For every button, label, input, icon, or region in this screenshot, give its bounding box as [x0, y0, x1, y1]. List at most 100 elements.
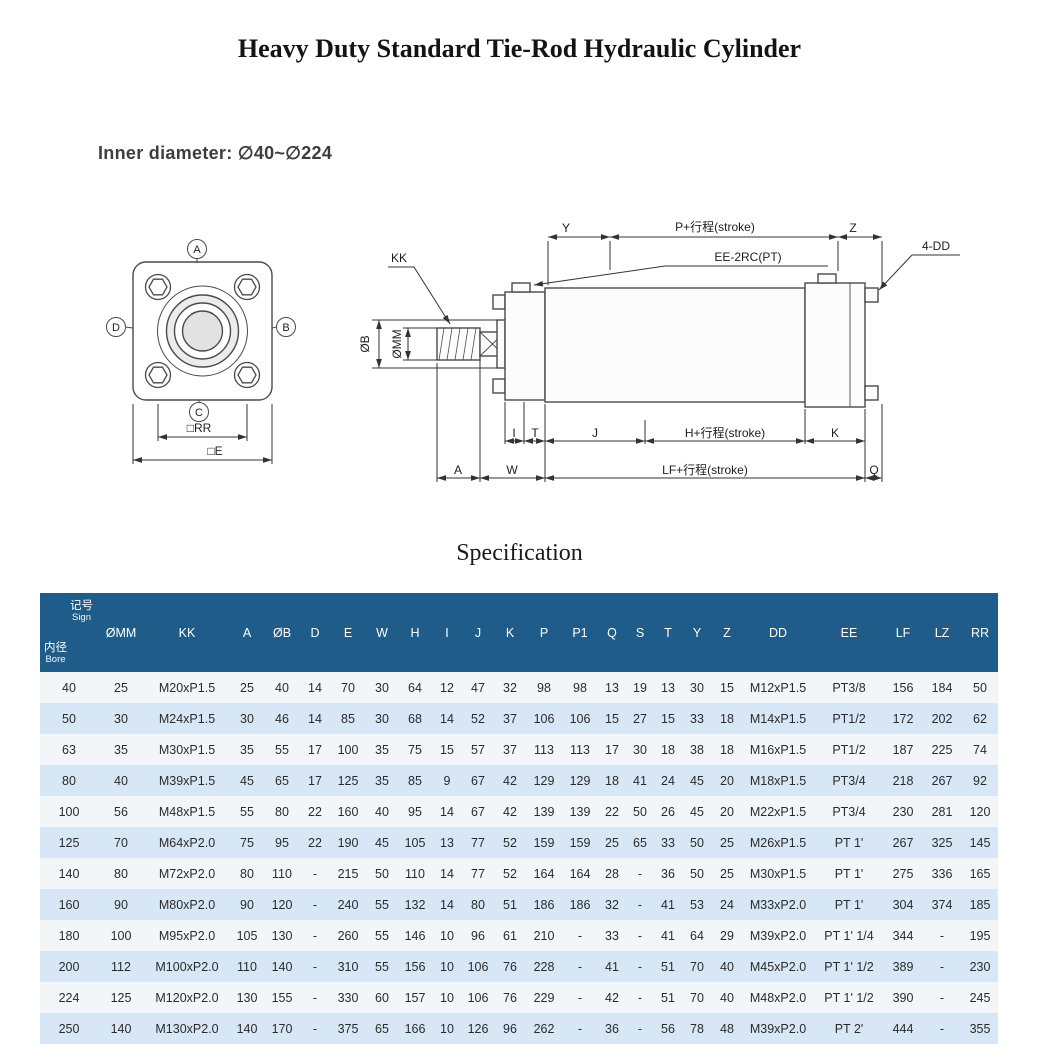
- spec-cell: 120: [969, 804, 991, 819]
- column-header: KK: [144, 593, 230, 672]
- spec-cell: M26xP1.5: [749, 835, 807, 850]
- column-header: H: [398, 593, 432, 672]
- spec-cell: 164: [569, 866, 591, 881]
- spec-cell: 52: [503, 835, 517, 850]
- spec-cell: M48xP2.0: [749, 990, 807, 1005]
- spec-cell: 24: [720, 897, 734, 912]
- spec-cell: 50: [690, 835, 704, 850]
- spec-cell: 76: [503, 959, 517, 974]
- spec-cell: 30: [690, 680, 704, 695]
- column-header: LZ: [922, 593, 962, 672]
- spec-cell: 139: [533, 804, 555, 819]
- flange-label-c: C: [195, 407, 203, 419]
- front-view-callouts: [106, 239, 296, 422]
- spec-cell: 13: [605, 680, 619, 695]
- column-header: DD: [742, 593, 814, 672]
- spec-cell: 230: [892, 804, 914, 819]
- spec-cell: 68: [408, 711, 422, 726]
- spec-cell: 355: [969, 1021, 991, 1036]
- spec-cell: 325: [931, 835, 953, 850]
- spec-cell: 65: [633, 835, 647, 850]
- spec-cell: 40: [62, 680, 76, 695]
- spec-cell: -: [312, 928, 318, 943]
- spec-cell: 24: [661, 773, 675, 788]
- spec-cell: M80xP2.0: [158, 897, 216, 912]
- spec-cell: -: [637, 1021, 643, 1036]
- column-header: ØMM: [98, 593, 144, 672]
- spec-cell: -: [312, 1021, 318, 1036]
- spec-cell: -: [637, 866, 643, 881]
- spec-cell: 195: [969, 928, 991, 943]
- spec-cell: 25: [720, 835, 734, 850]
- spec-cell: 9: [443, 773, 451, 788]
- spec-cell: PT 1' 1/4: [824, 928, 874, 943]
- spec-cell: 40: [114, 773, 128, 788]
- spec-cell: 12: [440, 680, 454, 695]
- dim-label-p-stroke: P+行程(stroke): [675, 219, 755, 234]
- spec-cell: 275: [892, 866, 914, 881]
- spec-cell: 65: [375, 1021, 389, 1036]
- spec-cell: 105: [236, 928, 258, 943]
- spec-cell: 140: [58, 866, 80, 881]
- spec-cell: 47: [471, 680, 485, 695]
- spec-cell: 67: [471, 804, 485, 819]
- dim-label-rr: □RR: [187, 421, 212, 435]
- column-header: A: [230, 593, 264, 672]
- spec-cell: 187: [892, 742, 914, 757]
- spec-cell: 40: [720, 959, 734, 974]
- spec-cell: M100xP2.0: [155, 959, 219, 974]
- spec-cell: 281: [931, 804, 953, 819]
- spec-cell: 10: [440, 1021, 454, 1036]
- column-header: P1: [562, 593, 598, 672]
- spec-cell: 45: [375, 835, 389, 850]
- spec-cell: 145: [969, 835, 991, 850]
- spec-cell: 225: [931, 742, 953, 757]
- spec-cell: 160: [58, 897, 80, 912]
- spec-cell: 19: [633, 680, 647, 695]
- spec-cell: PT 1' 1/2: [824, 990, 874, 1005]
- spec-cell: -: [312, 866, 318, 881]
- spec-cell: 17: [308, 773, 322, 788]
- spec-cell: 120: [271, 897, 293, 912]
- spec-cell: 40: [375, 804, 389, 819]
- spec-cell: 375: [337, 1021, 359, 1036]
- flange-label-d: D: [112, 322, 120, 334]
- flange-label-b: B: [282, 322, 289, 334]
- spec-cell: 250: [58, 1021, 80, 1036]
- spec-cell: 310: [337, 959, 359, 974]
- specification-heading: Specification: [456, 540, 583, 566]
- spec-cell: 20: [720, 804, 734, 819]
- column-header: Y: [682, 593, 712, 672]
- column-header: W: [366, 593, 398, 672]
- spec-cell: 30: [240, 711, 254, 726]
- spec-cell: 55: [375, 897, 389, 912]
- spec-cell: -: [312, 897, 318, 912]
- spec-cell: 14: [440, 897, 454, 912]
- spec-cell: 78: [690, 1021, 704, 1036]
- spec-cell: 18: [661, 742, 675, 757]
- spec-cell: 130: [271, 928, 293, 943]
- spec-cell: 53: [690, 897, 704, 912]
- spec-cell: 40: [720, 990, 734, 1005]
- spec-cell: PT3/4: [832, 804, 866, 819]
- spec-cell: -: [312, 990, 318, 1005]
- spec-cell: 262: [533, 1021, 555, 1036]
- spec-cell: 70: [341, 680, 355, 695]
- spec-cell: M39xP2.0: [749, 928, 807, 943]
- spec-cell: 22: [308, 804, 322, 819]
- spec-cell: 51: [503, 897, 517, 912]
- spec-cell: 50: [62, 711, 76, 726]
- column-header: E: [330, 593, 366, 672]
- spec-cell: 36: [661, 866, 675, 881]
- spec-cell: 51: [661, 959, 675, 974]
- spec-cell: 80: [62, 773, 76, 788]
- side-view-dimensions: [372, 234, 960, 482]
- inner-diameter-note: Inner diameter: ∅40~∅224: [98, 143, 333, 163]
- spec-cell: 106: [533, 711, 555, 726]
- column-header: LF: [884, 593, 922, 672]
- technical-drawing: A B C D □RR □E: [106, 219, 960, 482]
- dim-label-w: W: [506, 463, 518, 477]
- spec-cell: 25: [240, 680, 254, 695]
